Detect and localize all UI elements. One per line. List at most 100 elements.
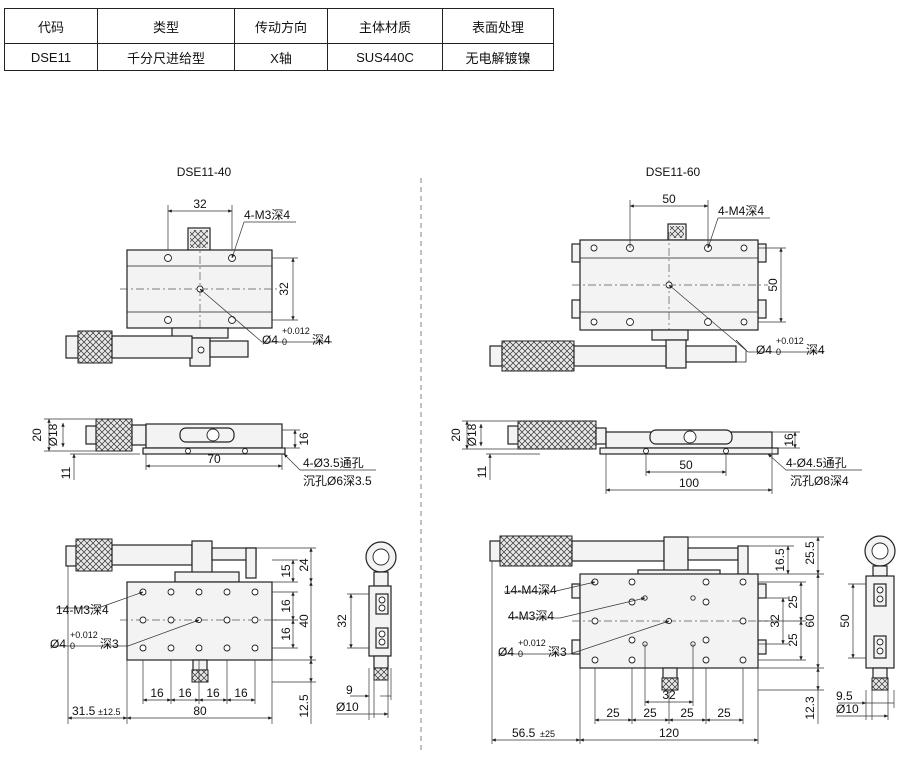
right-side-dim-d18: Ø18: [465, 423, 479, 446]
left-side-dim-70: 70: [207, 452, 221, 466]
right-front-dim-25a: 25: [786, 595, 800, 609]
left-top-knob-knurl: [190, 230, 208, 248]
left-front-dim-40: 40: [297, 614, 311, 628]
left-front-pitch-1: 16: [150, 686, 164, 700]
left-front-pin-tol-lower: 0: [70, 641, 75, 651]
left-end-dim-9: 9: [346, 683, 353, 697]
left-front-pitch-2: 16: [178, 686, 192, 700]
right-side-hole-note-1: 4-Ø4.5通孔: [786, 456, 847, 470]
right-side-dim-50: 50: [679, 458, 693, 472]
right-end-dim-50: 50: [838, 614, 852, 628]
left-top-pin-prefix: Ø4: [262, 333, 278, 347]
left-front-dim-16a: 16: [279, 599, 293, 613]
left-front-dim-15: 15: [279, 564, 293, 578]
left-front-dim-125: 12.5: [297, 694, 311, 718]
right-front-pitch-4: 25: [717, 706, 731, 720]
left-front-pin-tol-upper: +0.012: [70, 630, 98, 640]
right-side-view: 20 Ø18 16 11 50 100 4-Ø4.5通孔 沉孔Ø8深4: [449, 420, 862, 494]
right-front-dim-565-tol: ±25: [540, 729, 555, 739]
right-top-view: 50 50 4-M4深4 Ø4 +0.012 0 深4: [489, 192, 825, 372]
left-front-dim-24: 24: [297, 558, 311, 572]
left-side-dim-d18: Ø18: [46, 423, 60, 446]
right-top-dim-height: 50: [766, 278, 780, 292]
cell-direction: X轴: [234, 43, 328, 71]
left-top-pin-tol-lower: 0: [282, 337, 287, 347]
right-front-dim-25b: 25: [786, 633, 800, 647]
left-front-pitch-4: 16: [234, 686, 248, 700]
spec-table: 代码 类型 传动方向 主体材质 表面处理 DSE11 千分尺进给型 X轴 SUS…: [4, 8, 554, 71]
right-front-view: 16.5 25.5 25 25 32 60 14-M4深4 4-M3深4 Ø4 …: [489, 535, 824, 744]
spec-header-row: 代码 类型 传动方向 主体材质 表面处理: [4, 8, 554, 44]
header-code: 代码: [4, 8, 98, 44]
right-top-pin-prefix: Ø4: [756, 343, 772, 357]
right-front-dim-32: 32: [768, 614, 782, 628]
right-front-pin-prefix: Ø4: [498, 645, 514, 659]
right-front-dim-120: 120: [659, 726, 679, 740]
left-front-dim-16b: 16: [279, 627, 293, 641]
left-front-view: 15 24 16 16 40 14-M3深4 Ø4 +0.012 0 深3: [50, 538, 316, 724]
left-end-view: 32 9 Ø10: [335, 541, 397, 720]
left-top-dim-width: 32: [193, 197, 207, 211]
left-end-dim-d10: Ø10: [336, 700, 359, 714]
left-front-hole-grid: [139, 588, 259, 652]
right-front-dim-123: 12.3: [803, 696, 817, 720]
left-drawing: DSE11-40 32 32: [30, 165, 397, 724]
left-top-view: 32 32 4-M3深4 Ø4 +0.012 0 深4: [65, 197, 332, 367]
spec-data-row: DSE11 千分尺进给型 X轴 SUS440C 无电解镀镍: [4, 43, 554, 71]
cell-type: 千分尺进给型: [97, 43, 235, 71]
left-top-dim-height: 32: [277, 282, 291, 296]
left-side-view: 20 Ø18 16 11 70 4-Ø3.5通孔 沉孔Ø6深3.5: [30, 418, 376, 488]
left-side-dim-16: 16: [297, 432, 311, 446]
right-side-dim-20: 20: [449, 428, 463, 442]
left-side-dim-20: 20: [30, 428, 44, 442]
left-front-pin-prefix: Ø4: [50, 637, 66, 651]
left-top-tap-note: 4-M3深4: [244, 208, 290, 222]
left-front-pitch-3: 16: [206, 686, 220, 700]
left-title: DSE11-40: [177, 165, 232, 179]
right-front-dim-60: 60: [803, 614, 817, 628]
left-front-tap-note: 14-M3深4: [56, 603, 109, 617]
right-front-dim-565: 56.5: [512, 726, 536, 740]
right-front-dim-165: 16.5: [773, 548, 787, 572]
right-top-tap-note: 4-M4深4: [718, 204, 764, 218]
right-end-dim-d10: Ø10: [836, 702, 859, 716]
right-side-dim-16: 16: [782, 433, 796, 447]
left-side-hole-note-1: 4-Ø3.5通孔: [303, 456, 364, 470]
left-front-pin-suffix: 深3: [100, 637, 119, 651]
right-front-dim-255: 25.5: [803, 541, 817, 565]
right-front-pin-tol-upper: +0.012: [518, 638, 546, 648]
right-top-dim-width: 50: [662, 192, 676, 206]
left-front-dim-80: 80: [193, 704, 207, 718]
right-front-tap-note-1: 14-M4深4: [504, 583, 557, 597]
right-top-pin-tol-lower: 0: [776, 347, 781, 357]
right-front-pin-tol-lower: 0: [518, 649, 523, 659]
left-top-pin-tol-upper: +0.012: [282, 326, 310, 336]
left-side-hole-note-2: 沉孔Ø6深3.5: [303, 474, 372, 488]
left-top-pin-suffix: 深4: [312, 333, 331, 347]
right-front-hole-grid: [591, 578, 747, 664]
right-side-dim-100: 100: [679, 476, 699, 490]
left-front-dim-315-tol: ±12.5: [98, 707, 120, 717]
right-end-view: 50 9.5 Ø10: [836, 535, 896, 720]
right-front-tap-note-2: 4-M3深4: [508, 609, 554, 623]
right-end-dim-95: 9.5: [836, 689, 853, 703]
right-side-hole-note-2: 沉孔Ø8深4: [790, 474, 849, 488]
header-type: 类型: [97, 8, 235, 44]
header-surface: 表面处理: [442, 8, 554, 44]
cell-surface: 无电解镀镍: [442, 43, 554, 71]
right-side-dim-11: 11: [475, 465, 489, 478]
right-front-pin-suffix: 深3: [548, 645, 567, 659]
right-top-pin-tol-upper: +0.012: [776, 336, 804, 346]
left-end-dim-32: 32: [335, 614, 349, 628]
right-drawing: DSE11-60 50: [449, 165, 896, 744]
right-front-pitch-3: 25: [680, 706, 694, 720]
right-front-pitch-2: 25: [643, 706, 657, 720]
right-top-pin-suffix: 深4: [806, 343, 825, 357]
right-title: DSE11-60: [646, 165, 701, 179]
right-front-pitch-1: 25: [606, 706, 620, 720]
header-material: 主体材质: [327, 8, 443, 44]
cell-material: SUS440C: [327, 43, 443, 71]
left-front-dim-315: 31.5: [72, 704, 96, 718]
left-side-dim-11: 11: [59, 466, 73, 479]
